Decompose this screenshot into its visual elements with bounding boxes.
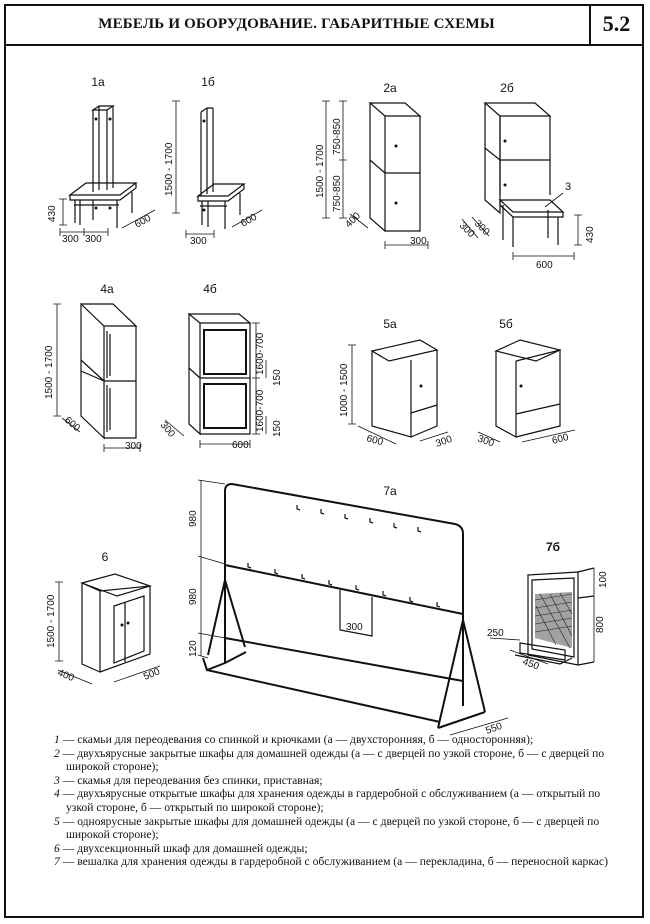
figure-6-label: 6 bbox=[102, 550, 109, 564]
f7a-middle: 980 bbox=[188, 588, 199, 605]
f6-height: 1500 - 1700 bbox=[46, 594, 57, 648]
figure-2a-label: 2а bbox=[383, 81, 397, 95]
legend-item: 3 — скамья для переодевания без спинки, … bbox=[54, 773, 323, 787]
page-header: МЕБЕЛЬ И ОБОРУДОВАНИЕ. ГАБАРИТНЫЕ СХЕМЫ … bbox=[4, 4, 644, 46]
figure-2b: 2б 3 300 300 600 430 bbox=[457, 81, 596, 271]
figure-1a-label: 1а bbox=[91, 75, 105, 89]
legend: 1 — скамьи для переодевания со спинкой и… bbox=[54, 733, 624, 869]
f2b-bench-height: 430 bbox=[585, 226, 596, 243]
f2a-depth: 400 bbox=[343, 210, 363, 230]
f7b-height: 800 bbox=[595, 616, 606, 633]
legend-item: 5 — одноярусные закрытые шкафы для домаш… bbox=[54, 814, 600, 842]
f7a-upper: 980 bbox=[188, 510, 199, 527]
legend-item: 1 — скамьи для переодевания со спинкой и… bbox=[54, 733, 534, 746]
f1b-width: 300 bbox=[190, 236, 207, 247]
f1b-depth: 600 bbox=[239, 212, 259, 230]
figure-5a-label: 5а bbox=[383, 317, 397, 331]
page-frame bbox=[4, 4, 644, 918]
figure-7b: 7б 100 800 250 450 bbox=[487, 540, 609, 673]
legend-item: 7 — вешалка для хранения одежды в гардер… bbox=[54, 855, 608, 869]
f4b-lower: 1600-700 bbox=[255, 389, 266, 432]
f1a-width2: 300 bbox=[85, 234, 102, 245]
f4b-depth: 300 bbox=[158, 420, 177, 440]
figure-2a: 2а 1500 - 1700 750-850 750-850 400 300 bbox=[315, 81, 429, 249]
f5b-depth: 300 bbox=[476, 433, 496, 449]
figure-1b-label: 1б bbox=[201, 75, 215, 89]
f5b-width: 600 bbox=[551, 432, 570, 447]
f6-width: 500 bbox=[142, 666, 162, 683]
f1b-height: 1500 - 1700 bbox=[164, 142, 175, 196]
page-title: МЕБЕЛЬ И ОБОРУДОВАНИЕ. ГАБАРИТНЫЕ СХЕМЫ bbox=[98, 16, 495, 32]
f4b-upper: 1600-700 bbox=[255, 332, 266, 375]
figure-5b-label: 5б bbox=[499, 317, 513, 331]
f2a-width: 300 bbox=[410, 236, 427, 247]
f4a-width: 300 bbox=[125, 441, 142, 452]
figure-7a: 7а 980 980 120 300 550 bbox=[188, 479, 509, 737]
f4b-base1: 150 bbox=[272, 369, 283, 386]
figure-5a: 5а 1000 - 1500 600 300 bbox=[339, 317, 454, 450]
figure-4b: 4б 1600-700 1600-700 150 150 300 600 bbox=[158, 282, 283, 451]
f4a-height: 1500 - 1700 bbox=[44, 345, 55, 399]
f1a-depth: 600 bbox=[133, 213, 153, 231]
figure-1a: 1а 430 300 300 600 bbox=[47, 75, 156, 245]
f6-depth: 400 bbox=[56, 668, 76, 685]
f1a-width1: 300 bbox=[62, 234, 79, 245]
f2a-upper: 750-850 bbox=[332, 118, 343, 155]
figure-4a: 4а 1500 - 1700 600 300 bbox=[44, 282, 142, 452]
f7a-inner: 300 bbox=[346, 622, 363, 633]
f2b-bench-width: 600 bbox=[536, 260, 553, 271]
f7b-depth: 250 bbox=[487, 628, 504, 639]
header-divider bbox=[589, 4, 591, 44]
f2a-lower: 750-850 bbox=[332, 175, 343, 212]
f2b-callout: 3 bbox=[565, 181, 571, 193]
figure-6: 6 1500 - 1700 400 500 bbox=[46, 550, 162, 685]
figure-5b: 5б 300 600 bbox=[476, 317, 576, 450]
f4b-width: 600 bbox=[232, 440, 249, 451]
figure-1b: 1б 1500 - 1700 300 600 bbox=[164, 75, 263, 247]
f2a-height: 1500 - 1700 bbox=[315, 144, 326, 198]
legend-item: 4 — двухъярусные открытые шкафы для хран… bbox=[54, 787, 601, 814]
figure-7a-label: 7а bbox=[383, 484, 397, 498]
f4b-base2: 150 bbox=[272, 420, 283, 437]
f7b-width: 450 bbox=[521, 656, 541, 672]
section-number: 5.2 bbox=[602, 11, 631, 36]
f7a-base: 120 bbox=[188, 640, 199, 657]
f5a-width: 600 bbox=[365, 433, 384, 448]
f5a-depth: 300 bbox=[434, 434, 454, 450]
figure-7b-label: 7б bbox=[546, 540, 560, 554]
f7b-top: 100 bbox=[598, 571, 609, 588]
figure-4b-label: 4б bbox=[203, 282, 217, 296]
legend-item: 2 — двухъярусные закрытые шкафы для дома… bbox=[54, 746, 605, 774]
figure-4a-label: 4а bbox=[100, 282, 114, 296]
figure-2b-label: 2б bbox=[500, 81, 514, 95]
f1a-height: 430 bbox=[47, 205, 58, 222]
f5a-height: 1000 - 1500 bbox=[339, 363, 350, 417]
legend-item: 6 — двухсекционный шкаф для домашней оде… bbox=[54, 841, 308, 855]
